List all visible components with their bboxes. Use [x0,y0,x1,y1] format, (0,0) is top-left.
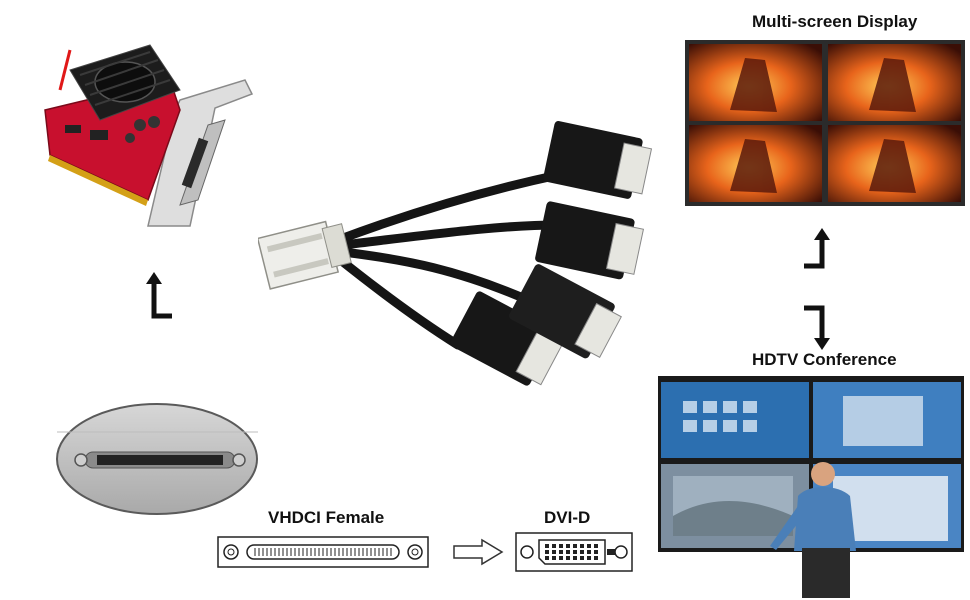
multi-screen-display-label: Multi-screen Display [752,12,918,31]
hdtv-conference-image [658,376,964,600]
hollow-right-arrow-icon [452,538,504,566]
elbow-up-arrow-right-icon [802,228,832,270]
elbow-down-arrow-icon [802,304,832,350]
dvi-d-connector-icon [515,532,633,572]
dvi-splitter-cable-image [258,100,670,420]
dvi-d-label: DVI-D [544,508,591,527]
hdtv-conference-label: HDTV Conference [752,350,897,369]
elbow-up-arrow-icon [146,272,176,320]
multi-screen-display-image [685,40,965,206]
graphics-card-image [30,30,260,230]
vhdci-female-label: VHDCI Female [268,508,385,527]
vhdci-closeup-image [55,402,260,517]
vhdci-female-connector-icon [217,536,429,568]
